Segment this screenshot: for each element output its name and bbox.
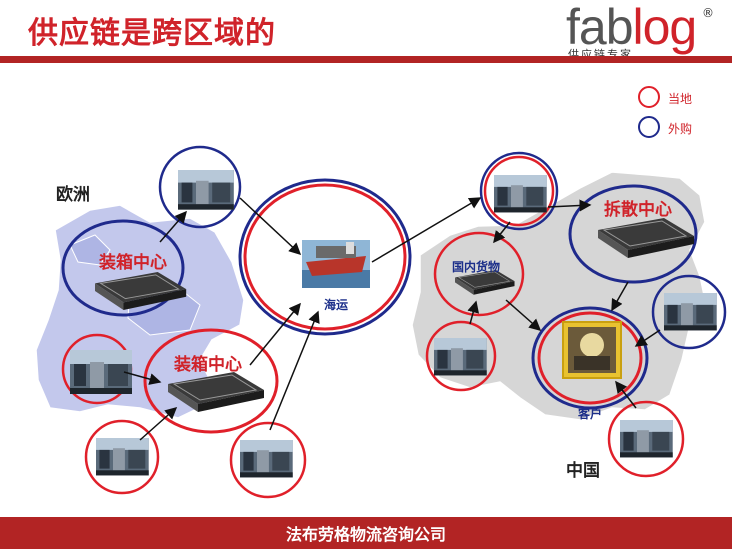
- legend-outsourced-label: 外购: [668, 122, 693, 136]
- node-ring: [568, 184, 698, 284]
- node-ring: [158, 145, 242, 229]
- customer-photo: [562, 321, 622, 379]
- node-ring: [483, 155, 555, 227]
- packing-center-label: 装箱中心: [174, 355, 242, 375]
- header-divider: [0, 56, 732, 63]
- domestic-freight-label: 国内货物: [452, 260, 501, 274]
- packing-center-label: 装箱中心: [99, 253, 167, 273]
- node-ring: [425, 320, 497, 392]
- region-europe-label: 欧洲: [56, 185, 90, 205]
- node-ring: [537, 311, 643, 405]
- node-ring: [229, 421, 307, 499]
- node-ring: [143, 328, 279, 434]
- flow-arrows: [123, 197, 661, 441]
- node-ring: [531, 306, 649, 410]
- truck-photo: [494, 175, 547, 213]
- cargo-ship-photo: [302, 240, 370, 288]
- node-ring: [433, 231, 525, 317]
- node-ring: [479, 151, 559, 231]
- legend-outsourced-swatch: [638, 116, 660, 138]
- fablog-logo: fablog 供应链专家 ®: [566, 0, 716, 61]
- footer-company: 法布劳格物流咨询公司: [285, 525, 446, 544]
- legend-local-label: 当地: [668, 92, 693, 106]
- supply-chain-diagram: [35, 145, 727, 499]
- node-ring: [651, 274, 727, 350]
- legend-local-swatch: [638, 86, 660, 108]
- registered-mark: ®: [702, 6, 714, 20]
- node-ring: [84, 419, 160, 495]
- truck-photo: [664, 293, 717, 331]
- truck-photo: [240, 440, 293, 478]
- logo-wordmark: fablog: [566, 0, 697, 55]
- page-title: 供应链是跨区域的: [28, 16, 276, 51]
- ocean-shipping-label: 海运: [324, 298, 349, 312]
- truck-photo: [434, 338, 487, 376]
- region-china-label: 中国: [566, 461, 600, 481]
- truck-photo: [70, 350, 132, 394]
- truck-photo: [96, 438, 149, 476]
- footer-bar: [0, 517, 732, 549]
- node-ring: [243, 183, 407, 331]
- truck-photo: [178, 170, 234, 210]
- node-ring: [61, 219, 185, 317]
- customer-label: 客户: [578, 407, 603, 421]
- node-ring: [607, 400, 685, 478]
- breakbulk-center-label: 拆散中心: [604, 200, 672, 220]
- node-ring: [238, 178, 412, 336]
- truck-photo: [620, 420, 673, 458]
